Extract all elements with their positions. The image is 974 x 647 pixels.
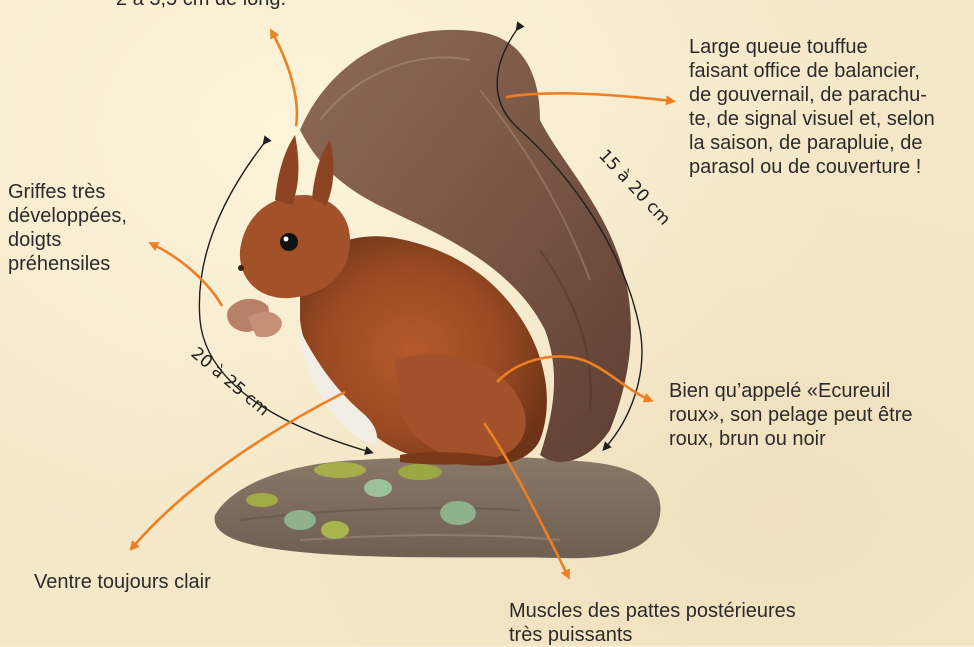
- queue-line-6: parasol ou de couverture !: [689, 155, 935, 179]
- body-measurement: 20 à 25 cm: [187, 344, 273, 421]
- queue-line-2: faisant office de balancier,: [689, 59, 935, 83]
- queue-line-1: Large queue touffue: [689, 35, 935, 59]
- tail-measurement: 15 à 20 cm: [594, 146, 674, 230]
- muscles-line-2: très puissants: [509, 623, 796, 647]
- griffes-line-2: développées,: [8, 204, 127, 228]
- arrow-to-griffes: [152, 244, 222, 306]
- queue-line-4: te, de signal visuel et, selon: [689, 107, 935, 131]
- label-pelage: Bien qu’appelé «Ecureuil roux», son pela…: [669, 379, 913, 451]
- pelage-line-3: roux, brun ou noir: [669, 427, 913, 451]
- griffes-line-3: doigts: [8, 228, 127, 252]
- pelage-line-2: roux», son pelage peut être: [669, 403, 913, 427]
- label-top-partial: 2 à 3,5 cm de long.: [116, 0, 286, 11]
- label-ventre: Ventre toujours clair: [34, 570, 211, 594]
- queue-line-5: la saison, de parapluie, de: [689, 131, 935, 155]
- griffes-line-4: préhensiles: [8, 252, 127, 276]
- muscles-line-1: Muscles des pattes postérieures: [509, 599, 796, 623]
- griffes-line-1: Griffes très: [8, 180, 127, 204]
- label-muscles: Muscles des pattes postérieures très pui…: [509, 599, 796, 647]
- rock: [215, 456, 661, 558]
- pelage-line-1: Bien qu’appelé «Ecureuil: [669, 379, 913, 403]
- arrow-to-top-label: [272, 32, 297, 126]
- queue-line-3: de gouvernail, de parachu-: [689, 83, 935, 107]
- label-griffes: Griffes très développées, doigts préhens…: [8, 180, 127, 276]
- label-queue: Large queue touffue faisant office de ba…: [689, 35, 935, 179]
